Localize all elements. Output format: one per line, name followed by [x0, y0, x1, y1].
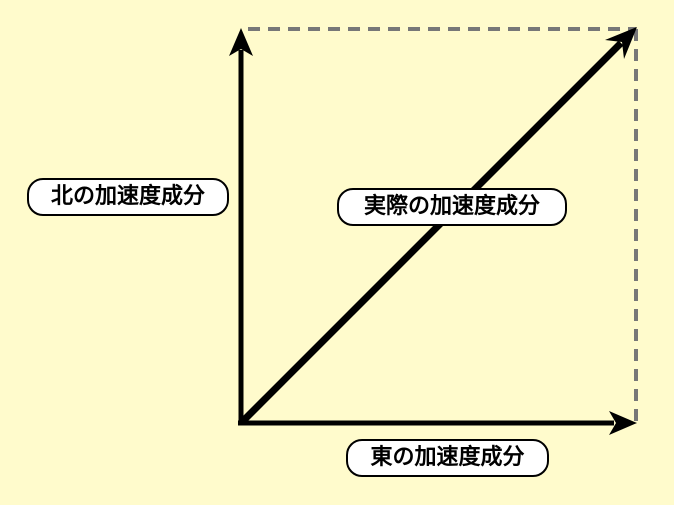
actual-acceleration-arrow [238, 27, 637, 426]
north-component-label: 北の加速度成分 [27, 178, 229, 216]
north-component-arrow [229, 28, 253, 425]
east-component-label: 東の加速度成分 [346, 439, 549, 477]
east-component-arrow [238, 411, 637, 435]
actual-acceleration-label: 実際の加速度成分 [337, 188, 567, 226]
